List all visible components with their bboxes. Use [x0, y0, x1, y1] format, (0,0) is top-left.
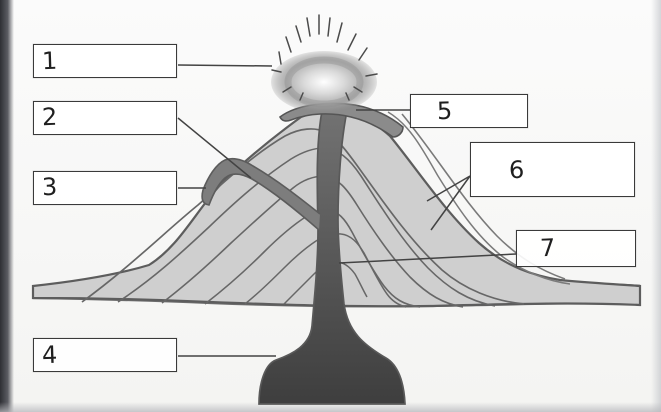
label-2: 2	[42, 105, 58, 130]
label-5: 5	[437, 99, 453, 124]
label-box-5	[410, 94, 528, 128]
label-box-6	[470, 142, 635, 197]
label-7: 7	[540, 236, 556, 261]
label-box-7	[516, 230, 636, 267]
label-6: 6	[509, 158, 525, 183]
label-3: 3	[42, 175, 58, 200]
label-4: 4	[42, 343, 58, 368]
label-1: 1	[42, 49, 58, 74]
leader-line-1	[178, 65, 272, 66]
